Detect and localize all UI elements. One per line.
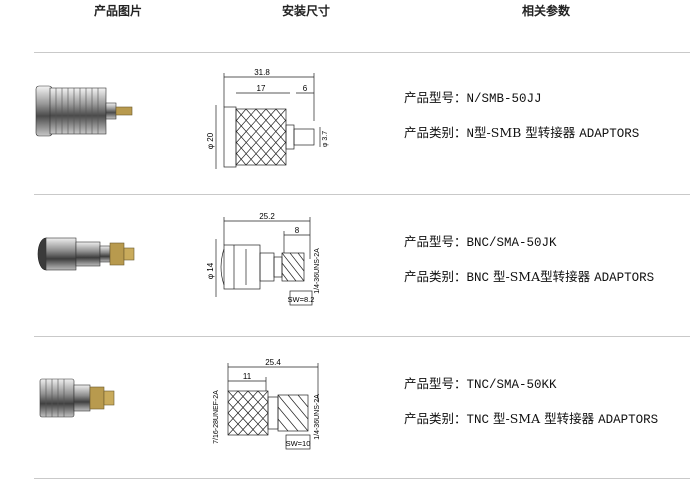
product-model: 产品型号：BNC/SMA-50JK [404, 234, 557, 250]
dim-thread: 1/4-36UNS-2A [314, 248, 321, 294]
dim-a: 17 [257, 84, 266, 93]
product-type: 产品类别：N型-SMB 型转接器 ADAPTORS [404, 125, 640, 141]
dim-thread-left: 7/16-28UNEF-2A [213, 390, 220, 444]
product-model: 产品型号：N/SMB-50JJ [404, 90, 542, 106]
product-row: 25.2 8 φ 14 1/4-36UNS-2A SW=8.2 产品型号：BNC… [0, 195, 700, 335]
row-divider [34, 478, 690, 479]
dim-diameter: φ 20 [206, 132, 215, 149]
row-divider [34, 194, 690, 195]
dimension-drawing-bnc-sma: 25.2 8 φ 14 1/4-36UNS-2A SW=8.2 [206, 212, 321, 306]
dim-total: 25.2 [259, 212, 275, 221]
product-type: 产品类别：BNC 型-SMA型转接器 ADAPTORS [404, 269, 655, 285]
dim-wrench-size: SW=10 [286, 439, 311, 448]
dimension-drawing-n-smb: 31.8 17 6 φ 20 φ 3.7 [206, 68, 329, 169]
row-divider [34, 52, 690, 53]
dim-pin-diameter: φ 3.7 [322, 131, 329, 147]
connector-photo-tnc-sma [39, 378, 115, 418]
dim-b: 6 [303, 84, 308, 93]
dim-total: 25.4 [265, 358, 281, 367]
product-row: 31.8 17 6 φ 20 φ 3.7 产品型号：N/SMB-50JJ 产品类… [0, 53, 700, 193]
dim-diameter: φ 14 [206, 262, 215, 279]
dim-wrench-size: SW=8.2 [288, 295, 315, 304]
dim-a: 8 [295, 226, 300, 235]
dim-a: 11 [243, 372, 252, 381]
product-model: 产品型号：TNC/SMA-50KK [404, 376, 557, 392]
dim-thread-right: 1/4-36UNS-2A [314, 394, 321, 440]
product-type: 产品类别：TNC 型-SMA 型转接器 ADAPTORS [404, 411, 659, 427]
column-header-photo: 产品图片 [94, 4, 143, 18]
column-header-parameters: 相关参数 [522, 4, 571, 18]
connector-photo-n-smb [35, 85, 133, 137]
connector-photo-bnc-sma [37, 237, 135, 271]
product-row: 25.4 11 7/16-28UNEF-2A 1/4-36UNS-2A SW=1… [0, 337, 700, 477]
dimension-drawing-tnc-sma: 25.4 11 7/16-28UNEF-2A 1/4-36UNS-2A SW=1… [213, 358, 321, 450]
column-header-dimensions: 安装尺寸 [282, 4, 331, 18]
row-divider [34, 336, 690, 337]
dim-total: 31.8 [254, 68, 270, 77]
